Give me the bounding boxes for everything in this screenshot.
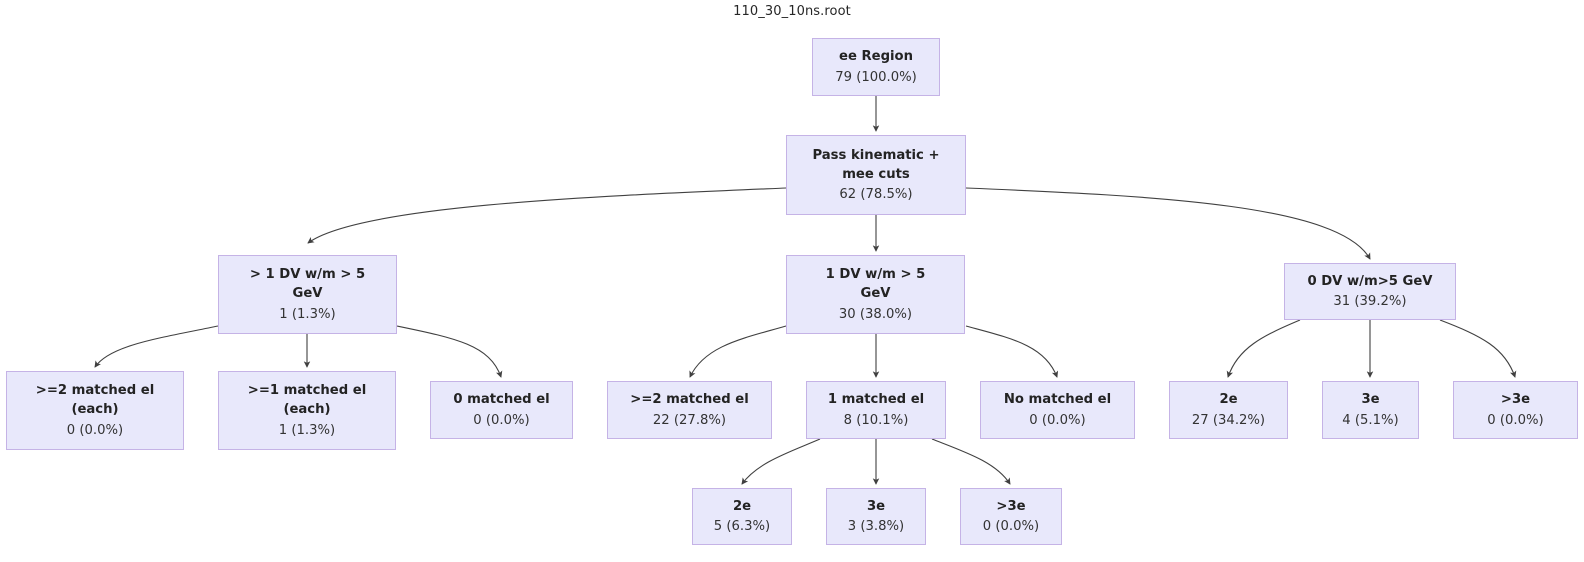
node-value: 62 (78.5%): [839, 187, 913, 203]
node-value: 0 (0.0%): [66, 422, 124, 438]
node-value: 0 (0.0%): [473, 412, 530, 428]
edge-one_dv-to-ge2_match: [689, 325, 787, 378]
node-one_dv[interactable]: 1 DV w/m > 5 GeV 30 (38.0%): [786, 255, 965, 334]
node-label: 3e: [866, 498, 886, 514]
node-value: 4 (5.1%): [1342, 412, 1399, 428]
node-b_gt3e[interactable]: >3e 0 (0.0%): [960, 488, 1062, 545]
node-label: > 1 DV w/m > 5 GeV: [249, 267, 366, 302]
node-r_2e[interactable]: 2e 27 (34.2%): [1169, 381, 1288, 439]
node-label: 0 DV w/m>5 GeV: [1307, 273, 1433, 289]
node-gt1dv[interactable]: > 1 DV w/m > 5 GeV 1 (1.3%): [218, 255, 397, 334]
node-b_2e[interactable]: 2e 5 (6.3%): [692, 488, 792, 545]
node-label: 0 matched el: [453, 392, 550, 408]
node-label: 3e: [1361, 392, 1380, 408]
node-value: 0 (0.0%): [1029, 412, 1086, 428]
node-label: 2e: [1219, 392, 1238, 408]
edge-zero_dv-to-r_gt3e: [1439, 319, 1517, 378]
node-ge2_match[interactable]: >=2 matched el 22 (27.8%): [607, 381, 772, 439]
node-value: 8 (10.1%): [843, 412, 909, 428]
node-value: 1 (1.3%): [279, 306, 336, 322]
node-value: 1 (1.3%): [278, 422, 336, 438]
edge-gt1dv-to-zero_match: [396, 325, 503, 378]
node-label: 1 DV w/m > 5 GeV: [825, 267, 926, 302]
edge-gt1dv-to-ge2_each: [94, 325, 219, 368]
edge-one_dv-to-no_match: [965, 325, 1059, 378]
node-value: 5 (6.3%): [713, 519, 771, 534]
node-label: 1 matched el: [827, 392, 925, 408]
edge-one_match-to-b_2e: [741, 438, 821, 485]
node-label: >=2 matched el: [630, 392, 749, 408]
node-label: >=1 matched el (each): [247, 383, 367, 418]
edge-kinematic-to-gt1dv: [307, 187, 787, 244]
node-label: ee Region: [839, 49, 913, 65]
node-b_3e[interactable]: 3e 3 (3.8%): [826, 488, 926, 545]
node-zero_match[interactable]: 0 matched el 0 (0.0%): [430, 381, 573, 439]
node-value: 0 (0.0%): [1487, 412, 1544, 428]
node-ge2_each[interactable]: >=2 matched el (each) 0 (0.0%): [6, 371, 184, 450]
node-label: No matched el: [1003, 392, 1112, 408]
node-one_match[interactable]: 1 matched el 8 (10.1%): [806, 381, 946, 439]
node-root[interactable]: ee Region 79 (100.0%): [812, 38, 940, 96]
edge-zero_dv-to-r_2e: [1226, 319, 1301, 378]
node-value: 0 (0.0%): [982, 519, 1040, 534]
node-label: Pass kinematic + mee cuts: [812, 147, 940, 182]
node-value: 27 (34.2%): [1191, 412, 1266, 428]
node-value: 30 (38.0%): [838, 306, 913, 322]
diagram-title: 110_30_10ns.root: [733, 4, 851, 19]
edge-one_match-to-b_gt3e: [931, 438, 1011, 485]
node-label: >=2 matched el (each): [35, 383, 155, 418]
node-no_match[interactable]: No matched el 0 (0.0%): [980, 381, 1135, 439]
node-value: 3 (3.8%): [847, 519, 905, 534]
node-ge1_each[interactable]: >=1 matched el (each) 1 (1.3%): [218, 371, 396, 450]
node-kinematic[interactable]: Pass kinematic + mee cuts 62 (78.5%): [786, 135, 966, 215]
node-label: >3e: [996, 498, 1026, 514]
node-label: 2e: [732, 498, 752, 514]
node-r_3e[interactable]: 3e 4 (5.1%): [1322, 381, 1419, 439]
edge-kinematic-to-zero_dv: [965, 187, 1371, 260]
node-zero_dv[interactable]: 0 DV w/m>5 GeV 31 (39.2%): [1284, 263, 1456, 320]
node-value: 22 (27.8%): [652, 412, 727, 428]
node-value: 79 (100.0%): [835, 69, 917, 85]
node-label: >3e: [1500, 392, 1531, 408]
node-r_gt3e[interactable]: >3e 0 (0.0%): [1453, 381, 1578, 439]
node-value: 31 (39.2%): [1333, 294, 1407, 309]
